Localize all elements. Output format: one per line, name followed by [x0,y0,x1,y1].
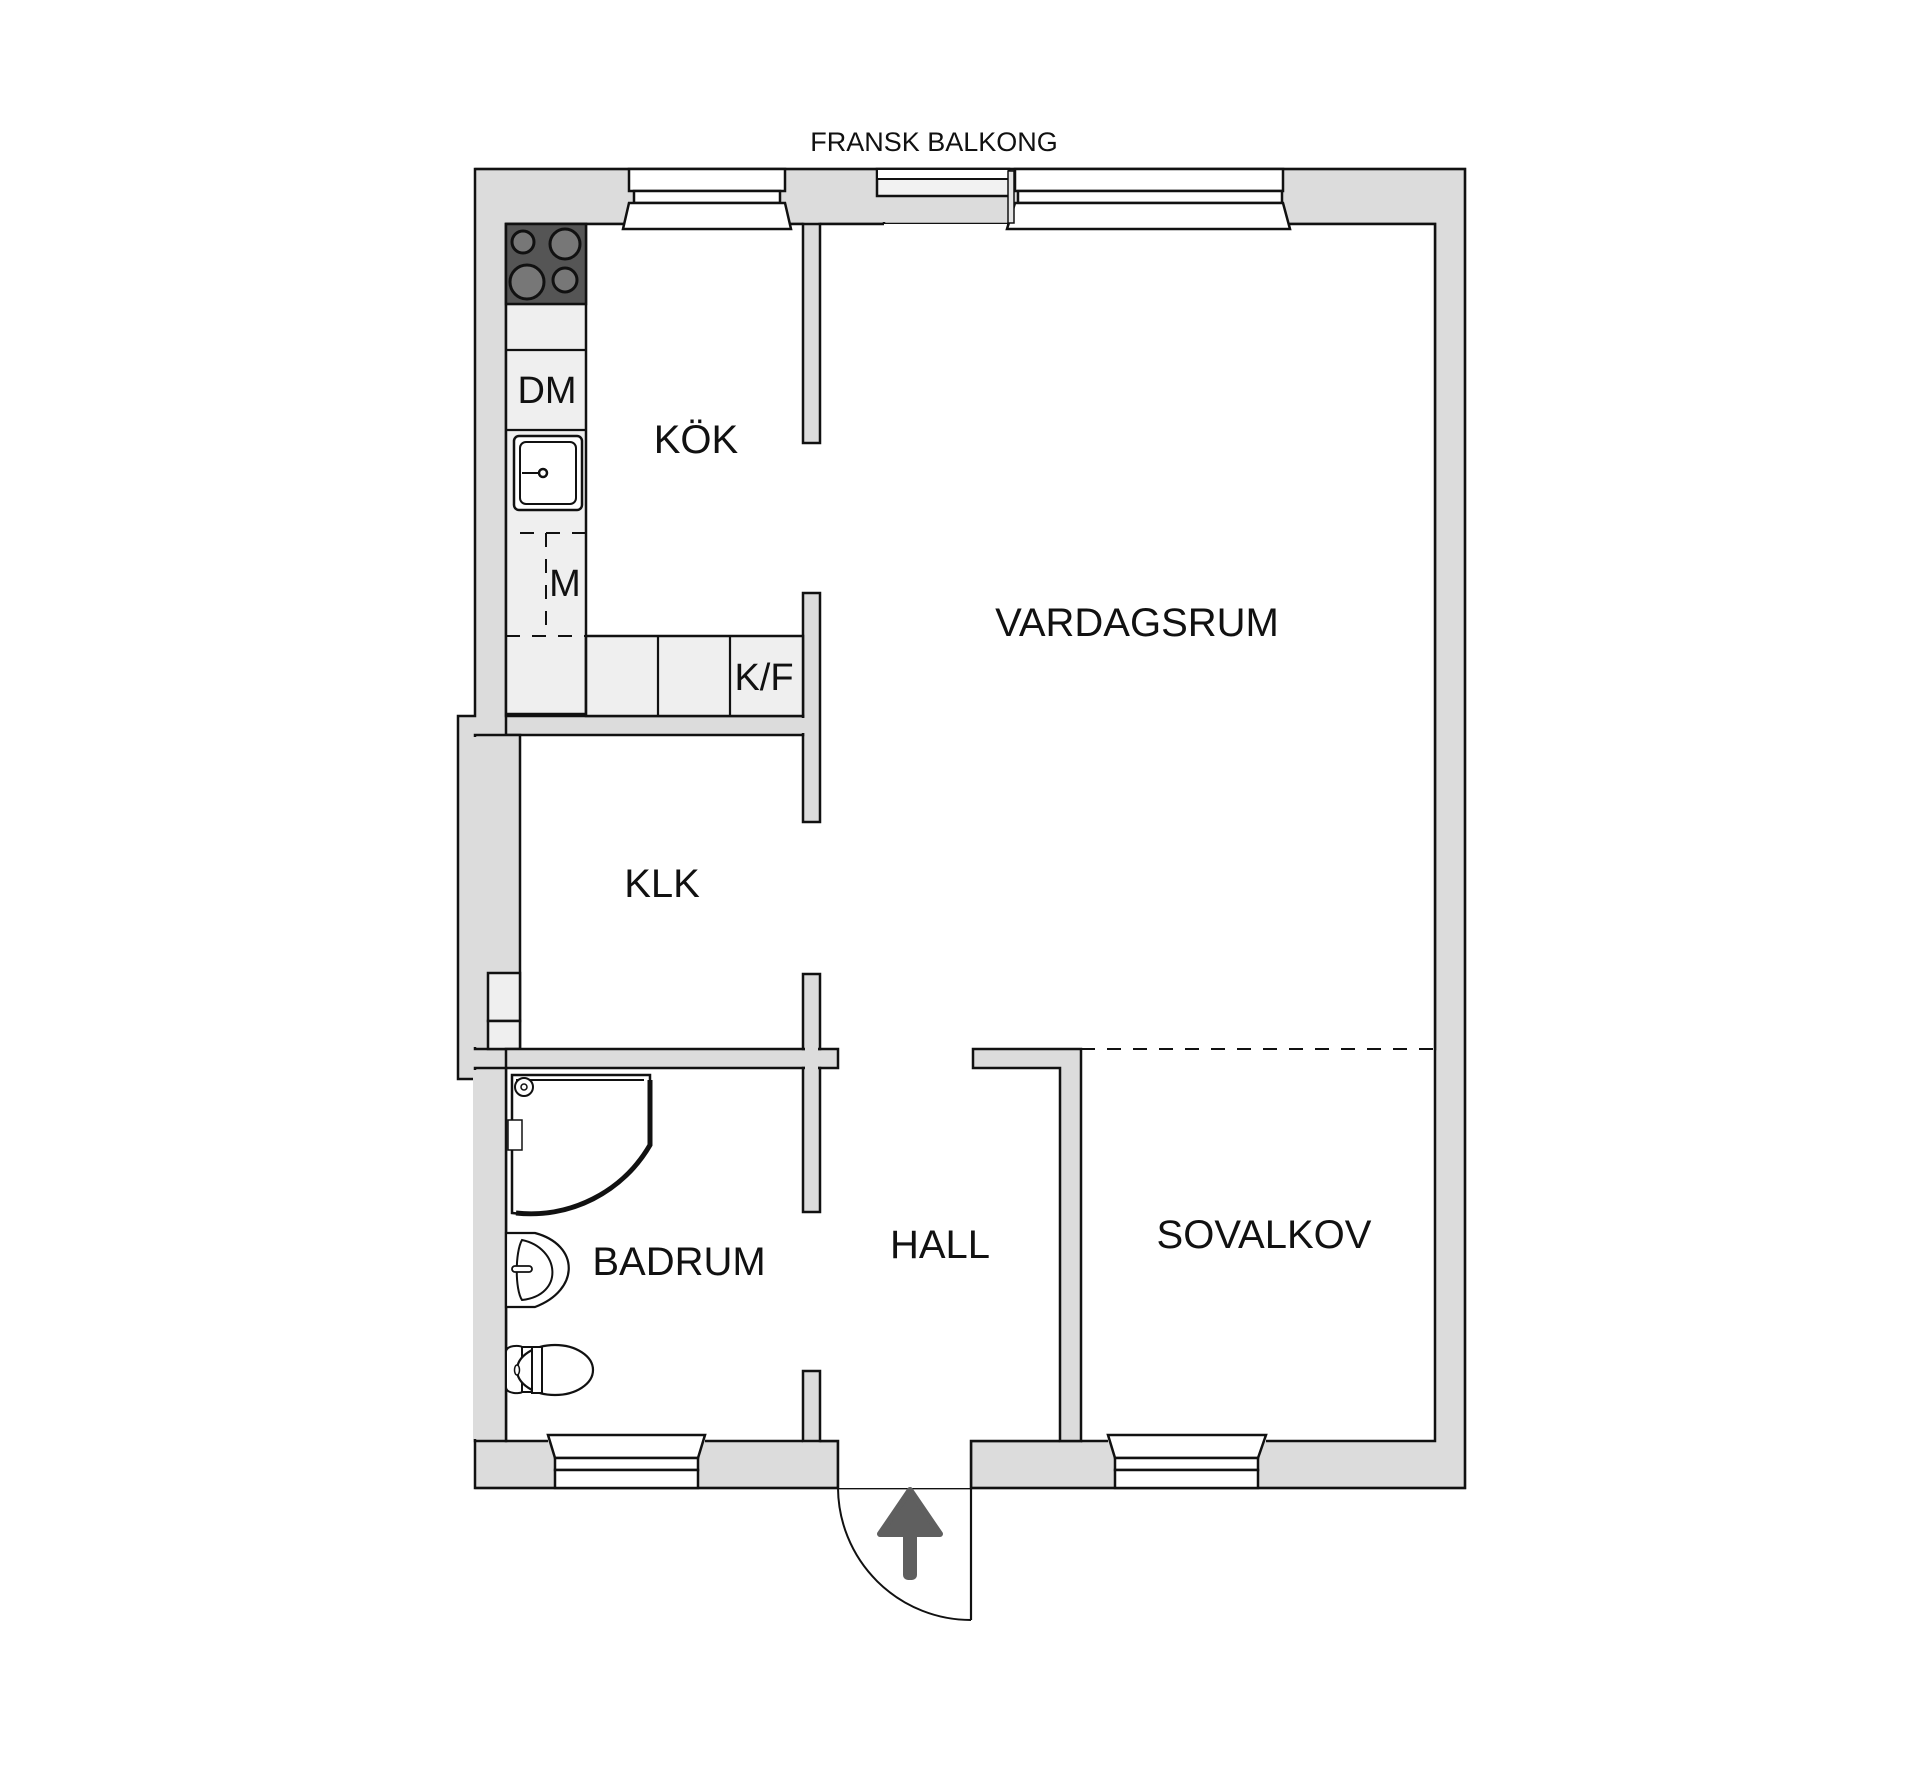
sink-icon [512,434,584,512]
wall-kitchen-klk [504,714,805,737]
french-balcony-door [875,167,1011,198]
entrance-arrow-icon [877,1487,943,1580]
toilet-icon [505,1343,595,1397]
room-label-kitchen: KÖK [654,418,739,462]
window-kitchen [621,167,793,231]
washbasin-icon [504,1231,570,1309]
room-label-closet: KLK [624,862,700,906]
window-living [1005,167,1292,231]
dishwasher-label: DM [517,370,576,412]
wall-klk-bath [504,1047,840,1070]
window-sovalkov [1106,1433,1268,1490]
room-label-living: VARDAGSRUM [995,601,1279,645]
fridge-freezer-label: K/F [734,657,793,699]
door-swing-icon [837,1487,973,1621]
klk-shelf [486,971,522,1023]
partition-bath-hall-upper [801,1066,822,1214]
room-label-sovalkov: SOVALKOV [1157,1213,1372,1257]
microwave-label: M [549,563,581,605]
french-balcony-label: FRANSK BALKONG [810,127,1058,157]
room-label-hall: HALL [890,1223,990,1267]
shower-icon [507,1073,653,1217]
room-label-bathroom: BADRUM [592,1240,765,1284]
partition-kitchen-top [801,222,822,445]
stove-icon [504,222,588,306]
partition-bath-hall-lower [801,1369,822,1443]
partition-kitchen-klk [801,591,822,824]
window-bathroom [546,1433,707,1490]
